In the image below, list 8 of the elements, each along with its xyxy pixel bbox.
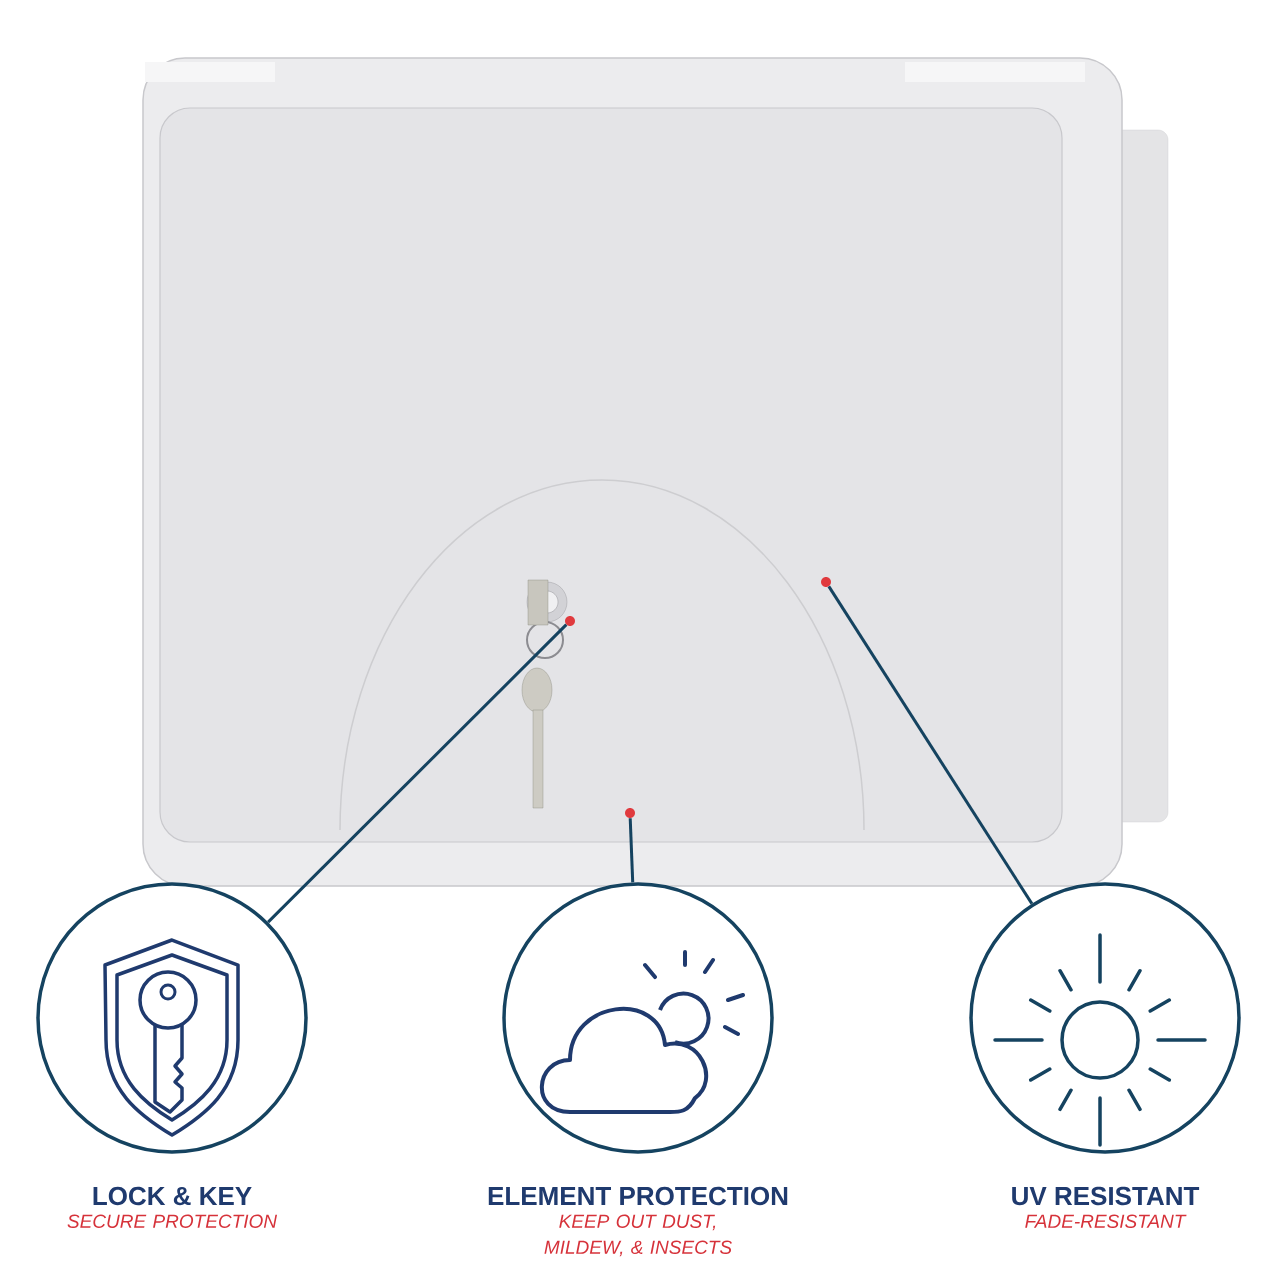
feature-subtitle: KEEP OUT DUST, MILDEW, & INSECTS <box>544 1214 732 1257</box>
leader-line <box>827 585 1034 905</box>
feature-subtitle: SECURE PROTECTION <box>67 1214 278 1228</box>
feature-title: UV RESISTANT <box>1012 1186 1200 1206</box>
feature-title: ELEMENT PROTECTION <box>488 1186 788 1206</box>
leader-line <box>628 818 635 883</box>
feature-title: LOCK & KEY <box>93 1186 252 1206</box>
feature-subtitle: FADE-RESISTANT <box>1025 1214 1187 1228</box>
